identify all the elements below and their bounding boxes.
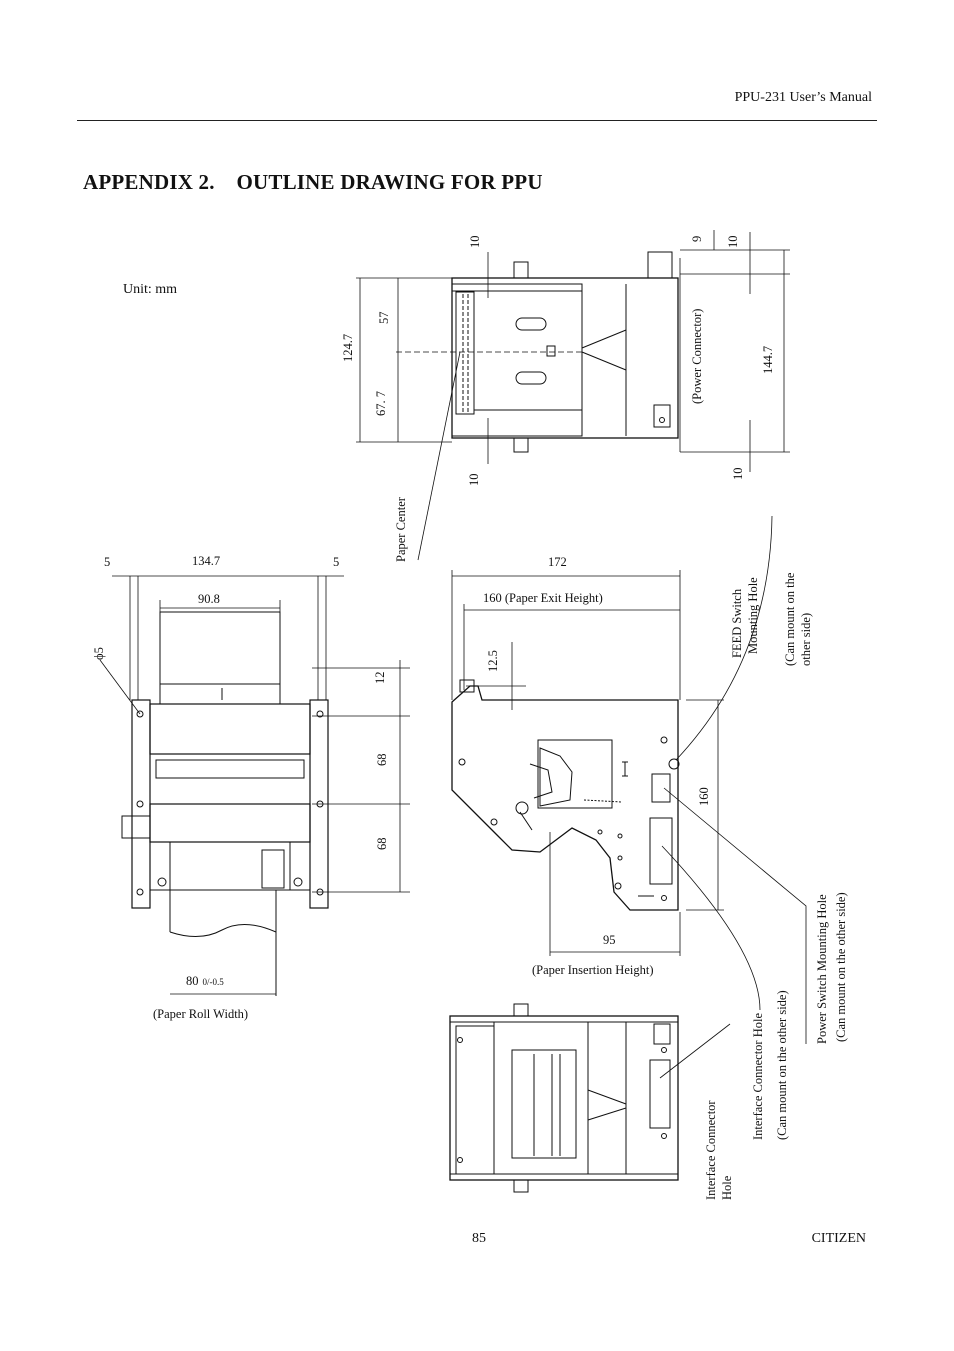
header-rule xyxy=(77,120,877,121)
feed-switch-note2: other side) xyxy=(799,613,813,666)
bottom-view xyxy=(449,1003,731,1193)
dim-left-margin: 5 xyxy=(104,555,110,569)
dim-connector-9: 9 xyxy=(690,236,704,242)
dim-length: 172 xyxy=(548,555,567,569)
dim-connector-10b: 10 xyxy=(731,468,745,481)
dim-paper-area: 90.8 xyxy=(198,592,220,606)
manual-header: PPU-231 User’s Manual xyxy=(734,90,872,105)
dim-top: 12 xyxy=(373,672,387,685)
dim-mid2: 68 xyxy=(375,838,389,851)
dim-exit-height: 160 (Paper Exit Height) xyxy=(483,591,603,605)
paper-center-label: Paper Center xyxy=(394,496,408,562)
dim-height: 160 xyxy=(697,787,711,806)
unit-note: Unit: mm xyxy=(123,282,178,297)
side-view xyxy=(451,515,807,1044)
power-switch-line1: Power Switch Mounting Hole xyxy=(815,894,829,1044)
dim-right-margin: 5 xyxy=(333,555,339,569)
footer-brand: CITIZEN xyxy=(811,1231,866,1246)
dim-hole: ϕ5 xyxy=(92,647,106,660)
dim-overall: 144.7 xyxy=(761,346,775,374)
interface-hole-line2: Hole xyxy=(720,1175,734,1200)
dim-top-offset: 10 xyxy=(468,236,482,249)
dim-insertion: 95 xyxy=(603,933,616,947)
dim-mid1: 68 xyxy=(375,754,389,767)
insertion-label: (Paper Insertion Height) xyxy=(532,963,654,977)
dim-upper: 57 xyxy=(377,312,391,325)
page-title: APPENDIX 2. OUTLINE DRAWING FOR PPU xyxy=(83,170,543,194)
roll-width-label: (Paper Roll Width) xyxy=(153,1007,248,1021)
top-view xyxy=(356,230,790,561)
dim-connector-10a: 10 xyxy=(726,236,740,249)
power-connector-label: (Power Connector) xyxy=(690,309,704,404)
dim-exit-offset: 12.5 xyxy=(486,650,500,672)
interface-hole-line1: Interface Connector xyxy=(704,1100,718,1200)
dim-roll-width: 80 0/-0.5 xyxy=(186,974,224,988)
dim-roll-width-tol: 0/-0.5 xyxy=(203,977,225,987)
front-view xyxy=(99,575,410,996)
dim-bottom-offset: 10 xyxy=(467,474,481,487)
dim-width: 134.7 xyxy=(192,554,220,568)
feed-switch-line2: Mounting Hole xyxy=(746,577,760,654)
power-switch-line2: (Can mount on the other side) xyxy=(834,892,848,1042)
interface-line2: (Can mount on the other side) xyxy=(775,990,789,1140)
dim-lower: 67. 7 xyxy=(374,391,388,416)
dim-roll-width-main: 80 xyxy=(186,974,199,988)
dim-total-height: 124.7 xyxy=(341,334,355,362)
page-number: 85 xyxy=(472,1231,486,1246)
interface-line1: Interface Connector Hole xyxy=(751,1013,765,1140)
feed-switch-line1: FEED Switch xyxy=(730,588,744,658)
feed-switch-note1: (Can mount on the xyxy=(783,572,797,666)
